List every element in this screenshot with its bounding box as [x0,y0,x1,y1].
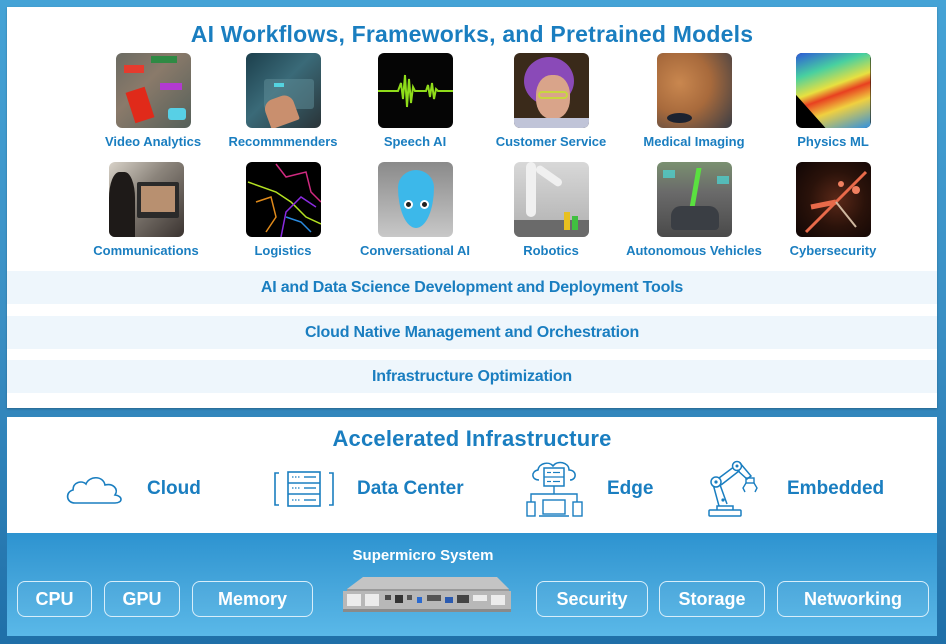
tile-video-analytics[interactable]: Video Analytics [78,53,228,149]
tile-label: Physics ML [797,134,869,149]
recommenders-thumbnail [245,53,321,128]
band-ai-data-science-tools: AI and Data Science Development and Depl… [7,271,937,304]
robot-arm-icon [708,460,758,517]
communications-thumbnail [108,162,184,237]
video-analytics-thumbnail [115,53,191,128]
tile-cybersecurity[interactable]: Cybersecurity [758,162,908,258]
component-security[interactable]: Security [536,581,648,617]
tile-recommenders[interactable]: Recommmenders [208,53,358,149]
infra-label-cloud: Cloud [147,478,201,499]
infra-embedded[interactable]: Embedded [707,457,884,521]
tile-label: Speech AI [383,134,447,149]
tile-robotics[interactable]: Robotics [476,162,626,258]
component-networking[interactable]: Networking [777,581,929,617]
tile-label: Video Analytics [104,134,202,149]
tile-speech-ai[interactable]: Speech AI [340,53,490,149]
conversational-ai-thumbnail [377,162,453,237]
ai-workflows-panel: AI Workflows, Frameworks, and Pretrained… [7,7,937,408]
accelerated-infrastructure-title: Accelerated Infrastructure [332,426,612,451]
supermicro-system-label: Supermicro System [352,547,494,564]
tile-label: Cybersecurity [789,243,877,258]
component-cpu[interactable]: CPU [17,581,92,617]
edge-network-icon [526,461,583,517]
component-memory[interactable]: Memory [192,581,313,617]
infra-edge[interactable]: Edge [525,457,653,521]
tile-customer-service[interactable]: Customer Service [476,53,626,149]
tile-label: Customer Service [495,134,607,149]
server-chassis-icon [343,577,511,612]
tile-label: Logistics [254,243,312,258]
infra-label-embedded: Embedded [787,478,885,499]
medical-imaging-thumbnail [656,53,732,128]
tile-autonomous-vehicles[interactable]: Autonomous Vehicles [619,162,769,258]
supermicro-system-panel: Supermicro System CPU GPU Memory Securit… [7,533,937,636]
tile-label: Communications [93,243,199,258]
tile-conversational-ai[interactable]: Conversational AI [340,162,490,258]
band-cloud-native-management: Cloud Native Management and Orchestratio… [7,316,937,349]
tile-physics-ml[interactable]: Physics ML [758,53,908,149]
tile-label: Autonomous Vehicles [626,243,762,258]
robotics-thumbnail [513,162,589,237]
infra-label-data-center: Data Center [357,478,464,499]
physics-ml-thumbnail [795,53,871,128]
infra-label-edge: Edge [607,478,654,499]
component-storage[interactable]: Storage [659,581,765,617]
tile-label: Recommmenders [228,134,338,149]
logistics-thumbnail [245,162,321,237]
cloud-icon [66,476,122,504]
cybersecurity-thumbnail [795,162,871,237]
tile-label: Conversational AI [359,243,471,258]
autonomous-vehicles-thumbnail [656,162,732,237]
customer-service-thumbnail [513,53,589,128]
tile-medical-imaging[interactable]: Medical Imaging [619,53,769,149]
speech-ai-thumbnail [377,53,453,128]
component-gpu[interactable]: GPU [104,581,180,617]
ai-workflows-title: AI Workflows, Frameworks, and Pretrained… [190,21,754,47]
tile-logistics[interactable]: Logistics [208,162,358,258]
tile-label: Robotics [523,243,579,258]
server-rack-icon [274,471,334,507]
tile-communications[interactable]: Communications [71,162,221,258]
infra-cloud[interactable]: Cloud [63,457,201,521]
tile-label: Medical Imaging [643,134,745,149]
band-infrastructure-optimization: Infrastructure Optimization [7,360,937,393]
infra-data-center[interactable]: Data Center [273,457,464,521]
accelerated-infrastructure-panel: Accelerated Infrastructure Cloud Data Ce… [7,417,937,533]
